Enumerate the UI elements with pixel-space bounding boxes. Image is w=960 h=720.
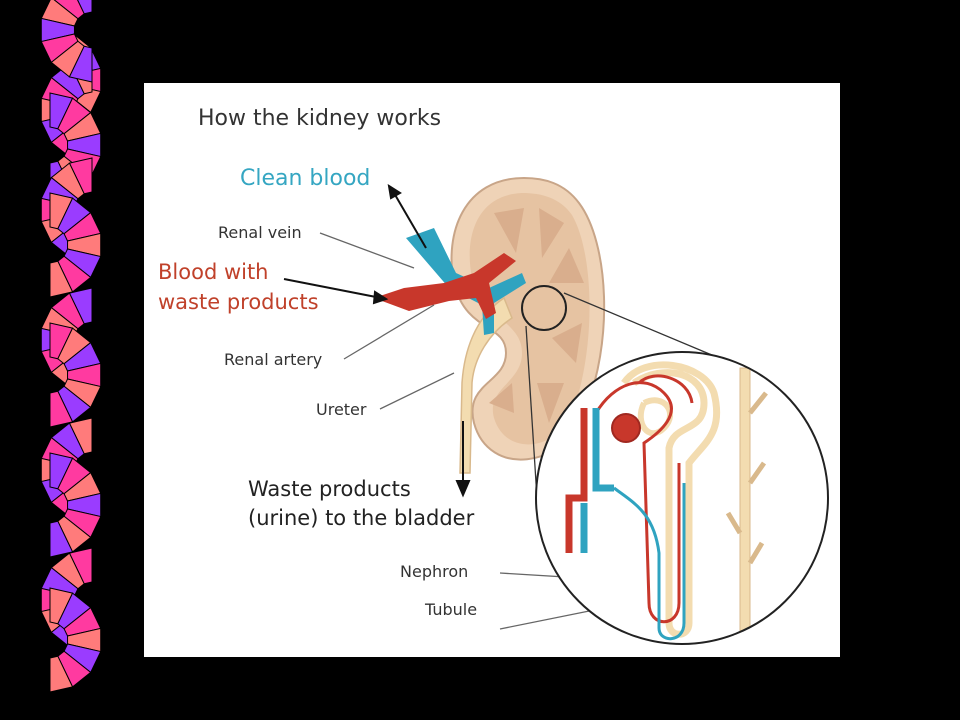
ribbon-fan bbox=[40, 0, 93, 83]
ribbon-fan bbox=[49, 452, 102, 558]
label-ureter: Ureter bbox=[316, 400, 367, 419]
arrows bbox=[283, 183, 471, 498]
kidney-pyramids bbox=[489, 208, 584, 423]
magnifier-lines bbox=[525, 292, 720, 499]
magnifier-source-circle bbox=[521, 285, 567, 331]
label-waste-1: Waste products bbox=[248, 477, 411, 501]
kidney-diagram: How the kidney works bbox=[158, 106, 829, 645]
ribbon-fan bbox=[49, 587, 102, 693]
kidney-cortex bbox=[469, 193, 590, 445]
label-blood-waste-1: Blood with bbox=[158, 260, 269, 284]
ribbon-fan bbox=[49, 322, 102, 428]
label-renal-artery: Renal artery bbox=[224, 350, 322, 369]
label-blood-waste-2: waste products bbox=[158, 290, 319, 314]
renal-artery bbox=[374, 253, 516, 319]
diagram-panel: How the kidney works bbox=[144, 83, 840, 657]
label-tubule: Tubule bbox=[424, 600, 477, 619]
label-waste-2: (urine) to the bladder bbox=[248, 506, 475, 530]
label-clean-blood: Clean blood bbox=[240, 166, 370, 191]
label-renal-vein: Renal vein bbox=[218, 223, 302, 242]
nephron-inset bbox=[535, 351, 829, 645]
ribbon-fan bbox=[49, 192, 102, 298]
label-nephron: Nephron bbox=[400, 562, 468, 581]
diagram-title: How the kidney works bbox=[198, 106, 441, 131]
ureter bbox=[459, 296, 513, 474]
decorative-ribbon-border bbox=[40, 0, 102, 693]
